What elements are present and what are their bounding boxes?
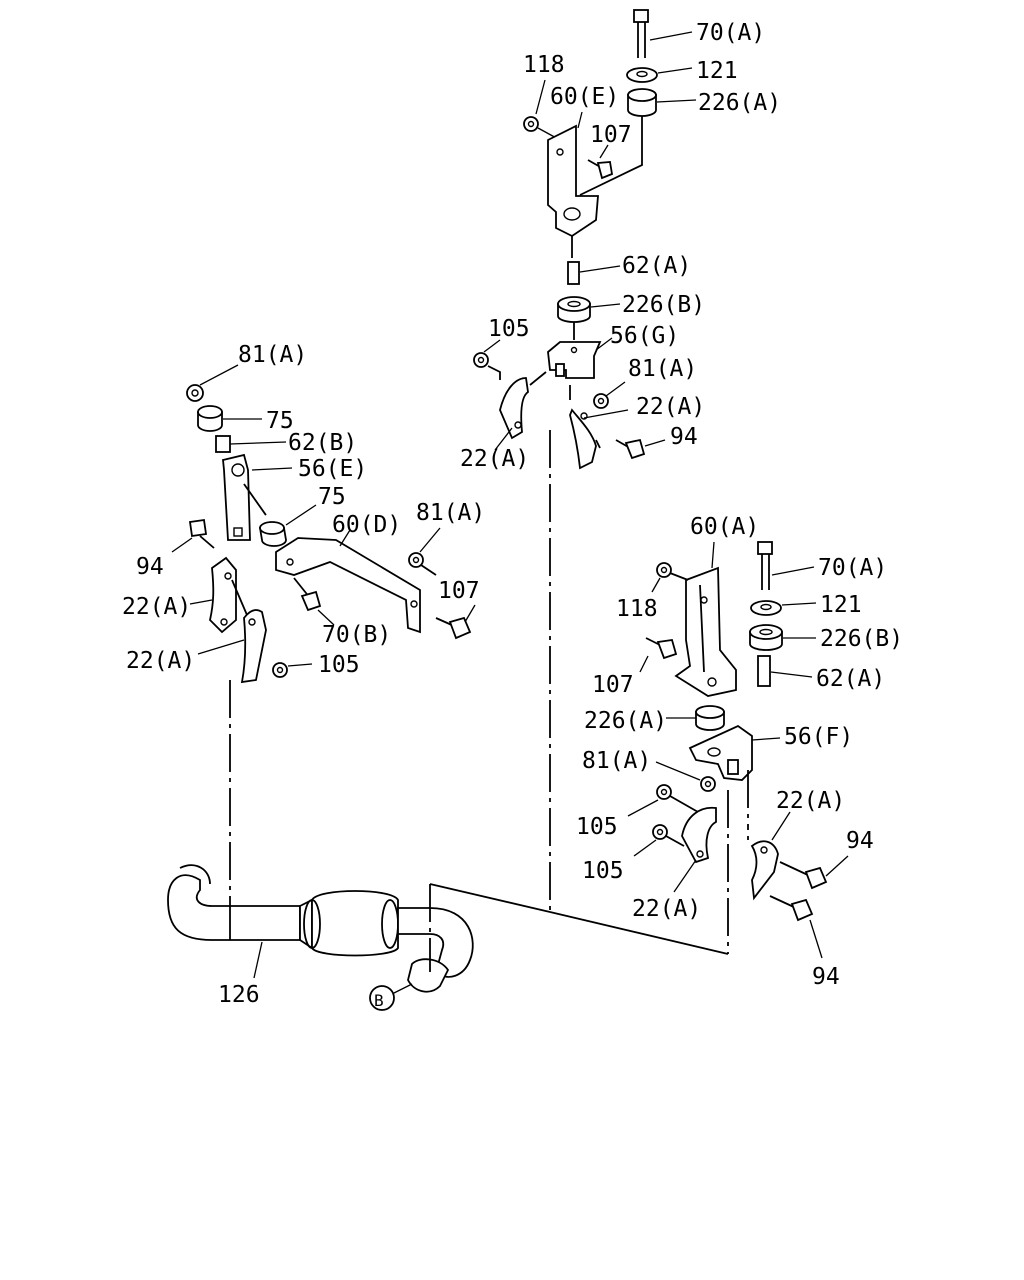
label-107-right: 107 <box>592 672 634 698</box>
label-94-mid: 94 <box>670 424 698 450</box>
clamp-22a-right-bot <box>673 806 717 893</box>
bolt-70a-right <box>757 541 815 590</box>
label-105-r1: 105 <box>576 814 618 840</box>
nut-81a-right <box>655 761 716 792</box>
bracket-60d <box>275 529 421 634</box>
nut-118-top <box>523 79 561 141</box>
label-62b: 62(B) <box>288 430 357 456</box>
bolt-70a-top <box>633 9 693 58</box>
label-81a-right: 81(A) <box>582 748 651 774</box>
label-56e: 56(E) <box>298 456 367 482</box>
hanger-56g <box>547 337 613 379</box>
label-70a-right: 70(A) <box>818 555 887 581</box>
label-56g: 56(G) <box>610 323 679 349</box>
label-105-r2: 105 <box>582 858 624 884</box>
nut-105-top <box>473 339 501 380</box>
bolt-94-r1 <box>779 855 849 890</box>
rubber-75-a <box>197 405 262 432</box>
label-22a-left2: 22(A) <box>126 648 195 674</box>
label-56f: 56(F) <box>784 724 853 750</box>
rubber-226a-top <box>579 88 697 196</box>
bracket-60e <box>547 111 599 238</box>
rubber-226b-right <box>749 624 816 651</box>
left-hanger-assembly <box>171 364 476 912</box>
nut-105-left <box>272 662 313 678</box>
label-126: 126 <box>218 982 260 1008</box>
bolt-94-r2 <box>769 895 823 959</box>
label-60e: 60(E) <box>550 84 619 110</box>
clamp-22a-right-top <box>747 811 791 901</box>
hanger-56e <box>222 453 293 541</box>
bracket-60a <box>674 541 737 697</box>
right-hanger-assembly <box>627 541 849 959</box>
label-75-b: 75 <box>318 484 346 510</box>
label-118-top: 118 <box>523 52 565 78</box>
label-94-r1: 94 <box>846 828 874 854</box>
washer-121-top <box>626 67 693 83</box>
label-121-right: 121 <box>820 592 862 618</box>
bolt-70b <box>293 577 335 626</box>
label-62a-top: 62(A) <box>622 253 691 279</box>
assembly-connection-lines <box>229 883 729 972</box>
label-22a-right-top: 22(A) <box>776 788 845 814</box>
label-94-left: 94 <box>136 554 164 580</box>
label-226a-top: 226(A) <box>698 90 781 116</box>
bolt-107-right <box>639 637 678 673</box>
label-226a-right: 226(A) <box>584 708 667 734</box>
label-81a-left: 81(A) <box>238 342 307 368</box>
label-70b: 70(B) <box>322 622 391 648</box>
label-94-r2: 94 <box>812 964 840 990</box>
sleeve-62b <box>215 435 287 453</box>
bolt-94-left <box>171 518 215 553</box>
label-107-left: 107 <box>438 578 480 604</box>
bolt-94-mid <box>615 438 666 460</box>
label-60d: 60(D) <box>332 512 401 538</box>
label-118-right: 118 <box>616 596 658 622</box>
label-B: B <box>374 991 384 1010</box>
label-75-a: 75 <box>266 408 294 434</box>
label-107-top: 107 <box>590 122 632 148</box>
label-81a-mid: 81(A) <box>628 356 697 382</box>
label-22a-right-bot: 22(A) <box>632 896 701 922</box>
label-81a-left2: 81(A) <box>416 500 485 526</box>
label-22a-mid-right: 22(A) <box>636 394 705 420</box>
label-226b-top: 226(B) <box>622 292 705 318</box>
label-226b-right: 226(B) <box>820 626 903 652</box>
label-62a-right: 62(A) <box>816 666 885 692</box>
exhaust-pipe-126 <box>167 864 474 1011</box>
clamp-22a-left2 <box>197 609 267 684</box>
nut-105-r1 <box>627 784 699 817</box>
label-60a: 60(A) <box>690 514 759 540</box>
label-105-top: 105 <box>488 316 530 342</box>
rubber-75-b <box>258 504 317 547</box>
part-labels: 70(A) 121 226(A) 118 60(E) 107 62(A) 226… <box>122 20 903 1010</box>
sleeve-62a-right <box>757 655 813 687</box>
washer-121-right <box>750 600 817 616</box>
label-22a-left1: 22(A) <box>122 594 191 620</box>
sleeve-62a-top <box>567 261 621 285</box>
clamp-22a-mid-right <box>569 385 629 470</box>
label-70a-top: 70(A) <box>696 20 765 46</box>
label-22a-mid-left: 22(A) <box>460 446 529 472</box>
nut-81a-mid <box>593 381 626 409</box>
bolt-107-top <box>587 144 614 180</box>
rubber-226b-top <box>557 296 621 340</box>
rubber-226a-right <box>666 705 725 731</box>
label-105-left: 105 <box>318 652 360 678</box>
hanger-56f <box>688 724 781 781</box>
label-121-top: 121 <box>696 58 738 84</box>
bolt-107-left <box>435 604 476 640</box>
clamp-22a-mid-left <box>494 371 547 451</box>
nut-118-right <box>651 562 689 593</box>
nut-81a-left <box>186 364 239 402</box>
nut-105-r2 <box>633 824 685 857</box>
top-hanger-assembly <box>473 9 697 912</box>
nut-81a-left2 <box>408 527 441 576</box>
